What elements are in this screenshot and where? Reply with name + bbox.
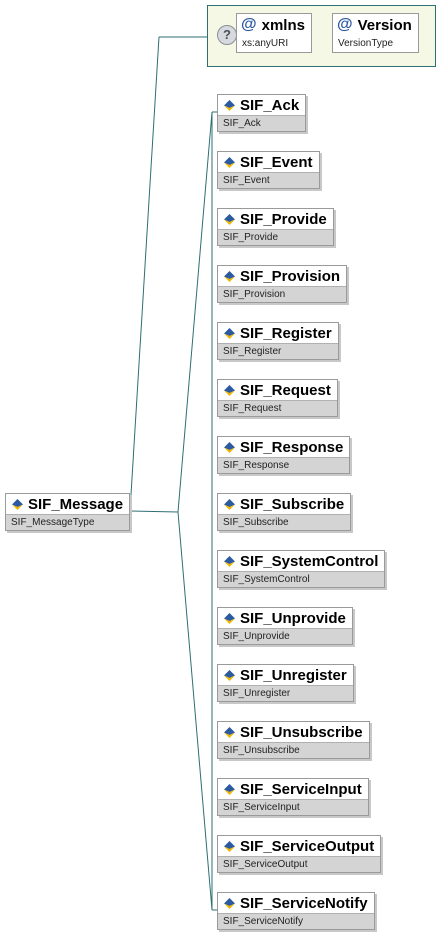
element-name: SIF_Unregister xyxy=(240,666,347,684)
element-icon xyxy=(224,156,235,168)
attribute-icon: @ xyxy=(241,16,257,33)
element-icon xyxy=(224,270,235,282)
element-name: SIF_ServiceInput xyxy=(240,780,362,798)
element-name: SIF_Unprovide xyxy=(240,609,346,627)
attribute-group: ? @ xmlns xs:anyURI @ Version VersionTyp… xyxy=(207,5,436,67)
connector-to-attributes xyxy=(129,36,160,512)
element-type: SIF_Provision xyxy=(218,286,347,302)
connector-to-first-child xyxy=(177,111,213,513)
attribute-name: Version xyxy=(357,16,412,34)
element-icon xyxy=(224,555,235,567)
element-name: SIF_Event xyxy=(240,153,313,171)
element-type: SIF_SystemControl xyxy=(218,571,385,587)
element-name: SIF_SystemControl xyxy=(240,552,379,570)
attribute-xmlns[interactable]: @ xmlns xs:anyURI xyxy=(236,13,312,53)
element-type: SIF_Unprovide xyxy=(218,628,352,644)
element-icon xyxy=(224,726,235,738)
connector-to-last-child xyxy=(177,511,213,911)
element-type: SIF_Unsubscribe xyxy=(218,742,369,758)
element-icon xyxy=(224,441,235,453)
element-type: SIF_Provide xyxy=(218,229,333,245)
element-type: SIF_ServiceNotify xyxy=(218,913,374,929)
element-name: SIF_Unsubscribe xyxy=(240,723,363,741)
element-icon xyxy=(224,612,235,624)
element-type: SIF_Response xyxy=(218,457,350,473)
element-name: SIF_Provide xyxy=(240,210,327,228)
attribute-icon: @ xyxy=(337,16,353,33)
element-name: SIF_Message xyxy=(28,495,124,513)
element-icon xyxy=(224,99,235,111)
element-icon xyxy=(12,498,23,510)
element-icon xyxy=(224,669,235,681)
element-name: SIF_Response xyxy=(240,438,344,456)
element-icon xyxy=(224,327,235,339)
element-type: SIF_Register xyxy=(218,343,338,359)
element-icon xyxy=(224,498,235,510)
element-name: SIF_Ack xyxy=(240,96,300,114)
element-type: SIF_Ack xyxy=(218,115,306,131)
element-icon xyxy=(224,897,235,909)
element-icon xyxy=(224,213,235,225)
attribute-version[interactable]: @ Version VersionType xyxy=(332,13,419,53)
help-icon[interactable]: ? xyxy=(217,25,237,45)
element-icon xyxy=(224,783,235,795)
element-type: SIF_ServiceInput xyxy=(218,799,368,815)
element-name: SIF_ServiceOutput xyxy=(240,837,375,855)
element-name: SIF_Request xyxy=(240,381,331,399)
element-name: SIF_ServiceNotify xyxy=(240,894,368,912)
attribute-type: VersionType xyxy=(338,38,394,49)
root-element-sif-message[interactable]: SIF_Message SIF_MessageType xyxy=(5,493,131,531)
connector-trunk xyxy=(129,510,179,513)
element-icon xyxy=(224,840,235,852)
attribute-name: xmlns xyxy=(261,16,305,34)
element-name: SIF_Register xyxy=(240,324,332,342)
element-type: SIF_Event xyxy=(218,172,319,188)
attribute-type: xs:anyURI xyxy=(242,38,289,49)
element-type: SIF_Subscribe xyxy=(218,514,351,530)
element-name: SIF_Subscribe xyxy=(240,495,345,513)
element-type: SIF_MessageType xyxy=(6,514,130,530)
element-type: SIF_Unregister xyxy=(218,685,353,701)
element-type: SIF_ServiceOutput xyxy=(218,856,381,872)
element-type: SIF_Request xyxy=(218,400,337,416)
element-name: SIF_Provision xyxy=(240,267,341,285)
element-icon xyxy=(224,384,235,396)
